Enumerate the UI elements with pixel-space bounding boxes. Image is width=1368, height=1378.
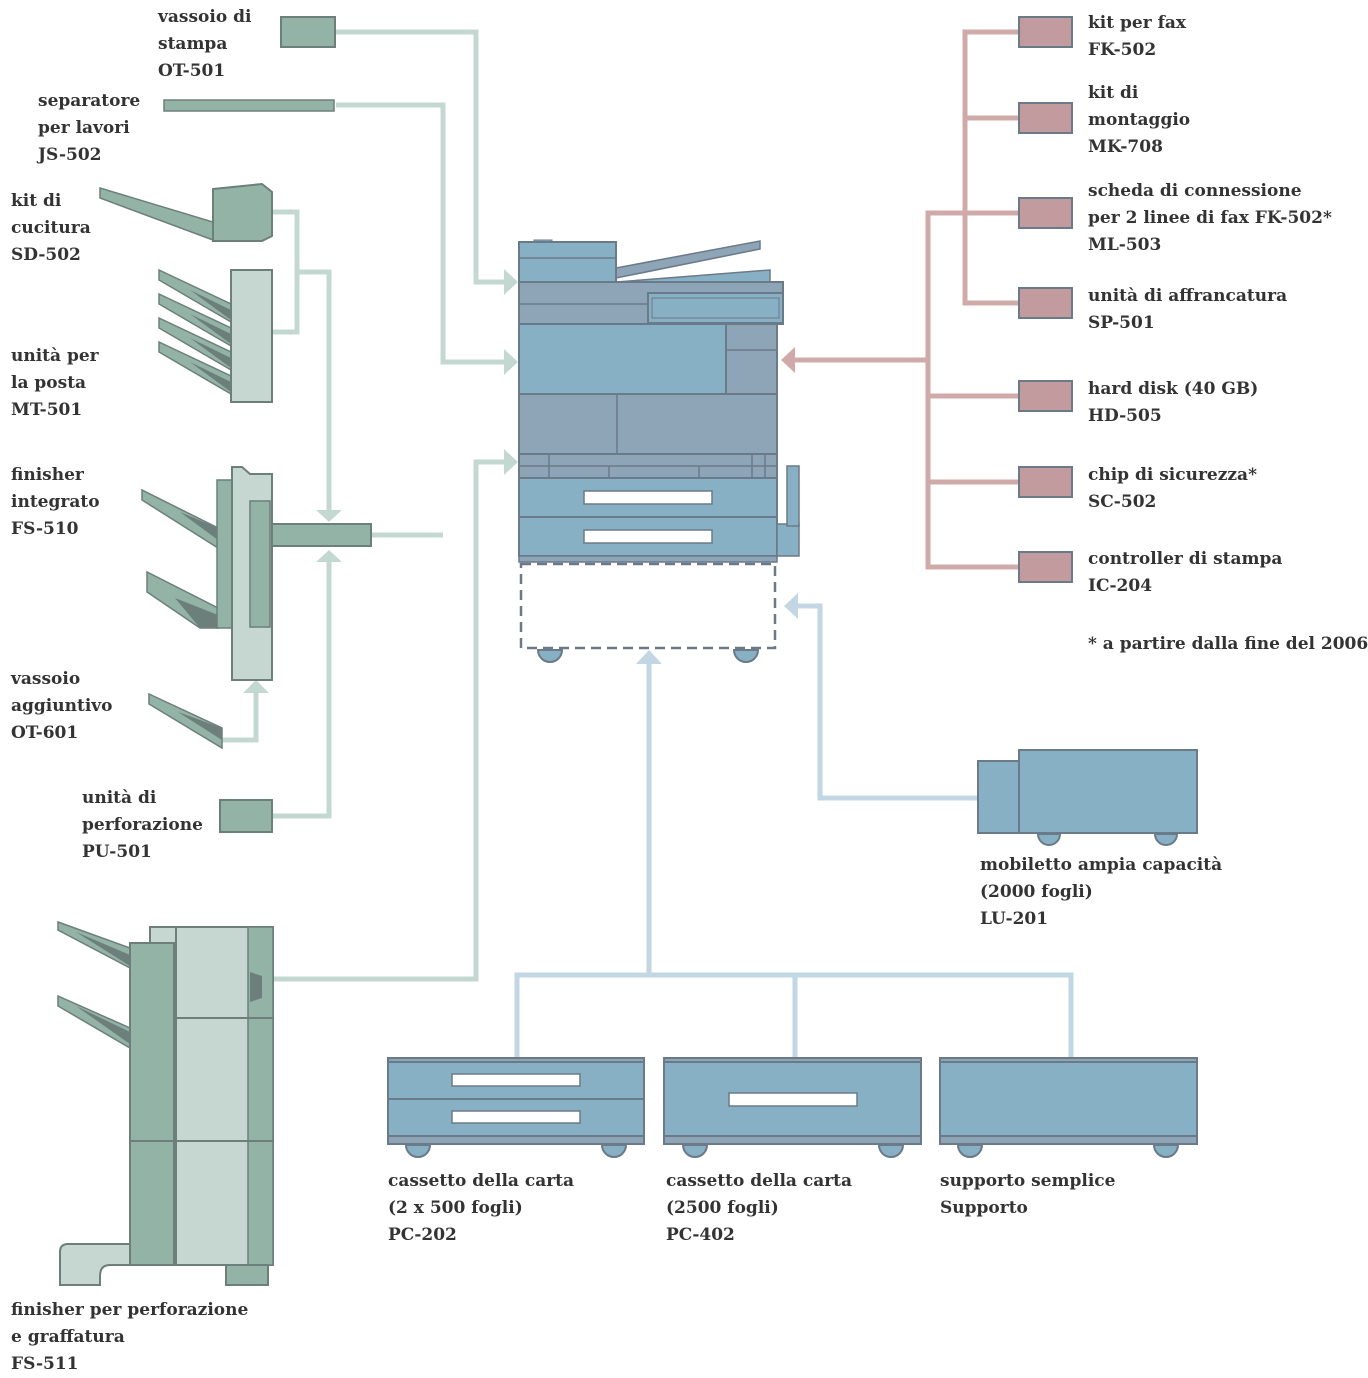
arrow-into-main-top	[504, 269, 518, 295]
line-sd502	[272, 209, 300, 335]
label-pc402: cassetto della carta (2500 fogli) PC-402	[666, 1171, 853, 1245]
placeholder-wheel-left	[536, 649, 564, 663]
mt501-device	[158, 268, 273, 403]
ot601-device	[148, 692, 223, 750]
right-connector-lines	[793, 29, 1020, 570]
line-js502	[336, 102, 506, 365]
ic204-box	[1018, 551, 1073, 583]
label-sc502: chip di sicurezza* SC-502	[1088, 465, 1257, 512]
js502-device	[163, 99, 335, 112]
label-hd505: hard disk (40 GB) HD-505	[1088, 379, 1259, 426]
fs511-device	[57, 920, 274, 1286]
footnote: * a partire dalla fine del 2006	[1088, 634, 1368, 654]
adf-top	[518, 241, 617, 283]
arrow-up-to-fs510	[316, 550, 342, 562]
label-js502: separatore per lavori JS-502	[38, 91, 141, 165]
label-mt501: unità per la posta MT-501	[11, 346, 99, 420]
blue-arrow-left	[784, 593, 798, 619]
arrow-down-to-fs510	[316, 510, 342, 522]
arrow-into-main-mid	[504, 349, 518, 375]
left-arrowheads	[243, 269, 518, 693]
fk502-box	[1018, 16, 1073, 48]
ot501-device	[280, 16, 336, 48]
label-pu501: unità di perforazione PU-501	[82, 788, 203, 862]
label-lu201: mobiletto ampia capacità (2000 fogli) LU…	[980, 855, 1223, 929]
arrow-up-ot601	[243, 680, 269, 693]
line-ot601	[222, 690, 259, 743]
sp501-box	[1018, 287, 1073, 319]
mk708-box	[1018, 102, 1073, 134]
ml503-box	[1018, 197, 1073, 229]
left-connector-lines	[222, 29, 506, 982]
label-support: supporto semplice Supporto	[940, 1171, 1116, 1218]
label-pc202: cassetto della carta (2 x 500 fogli) PC-…	[388, 1171, 575, 1245]
sc502-box	[1018, 466, 1073, 498]
line-sd-mt-join	[297, 269, 332, 512]
blue-arrowheads	[636, 593, 798, 664]
support-device	[939, 1057, 1198, 1158]
label-ot601: vassoio aggiuntivo OT-601	[11, 669, 113, 743]
arrow-into-main-low	[504, 449, 518, 475]
bottom-connector-lines	[514, 603, 1074, 1057]
blue-arrow-up	[636, 650, 662, 664]
label-mk708: kit di montaggio MK-708	[1088, 83, 1191, 157]
hd505-box	[1018, 380, 1073, 412]
pc402-device	[663, 1057, 922, 1158]
right-option-boxes	[1018, 16, 1073, 583]
pink-outer-trunk	[925, 210, 1020, 570]
fs510-device	[141, 466, 372, 681]
label-ic204: controller di stampa IC-204	[1088, 549, 1283, 596]
pu501-device	[219, 799, 273, 833]
pink-arrow-into-main	[781, 347, 795, 373]
line-pu501	[272, 560, 332, 819]
label-sp501: unità di affrancatura SP-501	[1088, 286, 1288, 333]
label-fs510: finisher integrato FS-510	[11, 465, 100, 539]
front-doors	[518, 393, 778, 455]
label-fs511: finisher per perforazione e graffatura F…	[11, 1300, 249, 1374]
line-ot501	[336, 29, 506, 285]
blue-lu201	[796, 603, 978, 801]
label-ml503: scheda di connessione per 2 linee di fax…	[1088, 181, 1332, 255]
pink-inner-trunk	[962, 29, 1020, 306]
placeholder-wheel-right	[732, 649, 760, 663]
pc202-device	[387, 1057, 645, 1158]
label-sd502: kit di cucitura SD-502	[11, 191, 91, 265]
label-ot501: vassoio di stampa OT-501	[158, 7, 252, 81]
front-upper-panel	[518, 323, 727, 395]
line-fs511	[272, 459, 506, 982]
label-fk502: kit per fax FK-502	[1088, 13, 1187, 60]
main-copier	[518, 239, 800, 563]
lu201-device	[977, 749, 1198, 846]
bypass-tray	[776, 523, 800, 557]
optional-base-placeholder	[519, 562, 777, 650]
sd502-device	[99, 182, 273, 242]
